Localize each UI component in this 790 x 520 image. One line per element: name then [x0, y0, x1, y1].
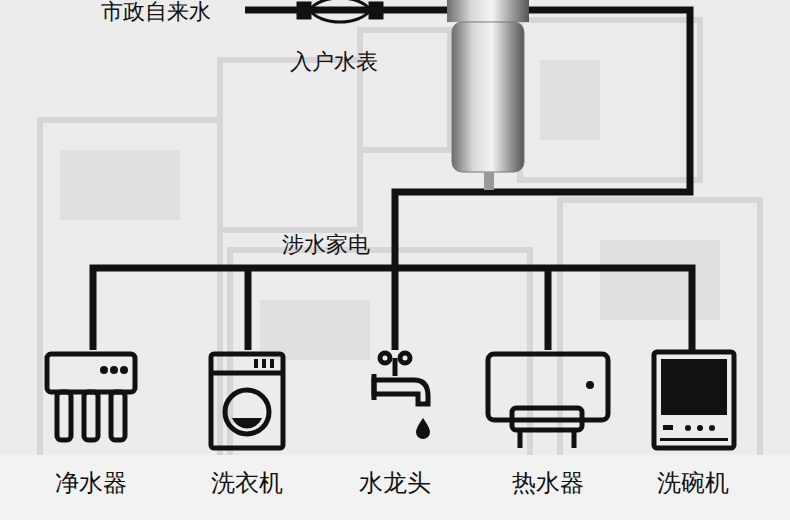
appliance-label: 水龙头	[359, 470, 431, 496]
appliance-group-label: 涉水家电	[282, 233, 370, 257]
dishwasher-node: 洗碗机	[633, 350, 753, 500]
purifier-node: 净水器	[31, 350, 151, 500]
appliance-label: 热水器	[512, 470, 584, 496]
washer-node: 洗衣机	[187, 350, 307, 500]
appliance-label: 洗碗机	[657, 470, 729, 496]
appliance-label: 洗衣机	[211, 470, 283, 496]
heater-node: 热水器	[488, 350, 608, 500]
source-label: 市政自来水	[98, 0, 214, 24]
appliance-label: 净水器	[55, 470, 127, 496]
meter-label: 入户水表	[290, 50, 378, 74]
faucet-node: 水龙头	[335, 350, 455, 500]
